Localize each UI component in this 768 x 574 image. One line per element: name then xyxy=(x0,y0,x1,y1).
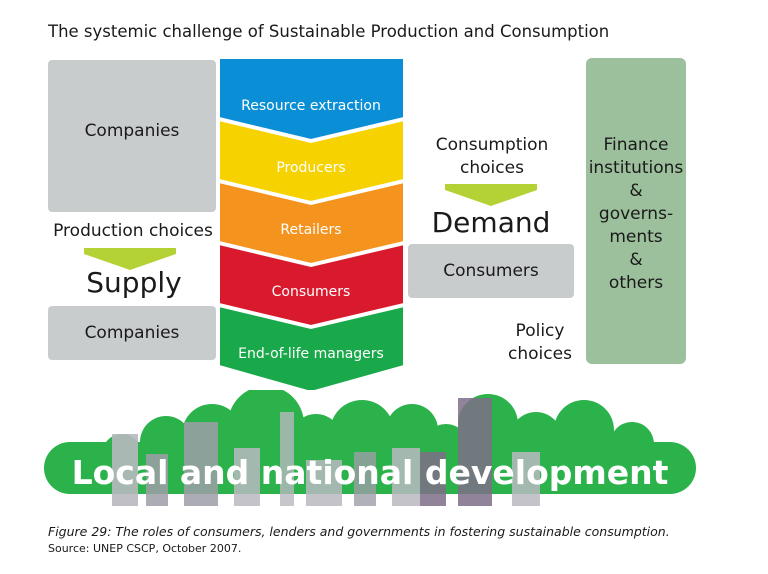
consumers-box: Consumers xyxy=(408,244,574,298)
supply-arrow xyxy=(84,248,176,270)
finance-governments-box: Finance institutions & governs- ments & … xyxy=(586,58,686,364)
chevron-label-3: Retailers xyxy=(280,222,341,238)
demand-arrow xyxy=(445,184,537,206)
companies-bottom-box: Companies xyxy=(48,306,216,360)
right-line-3: & xyxy=(629,181,643,201)
chevron-label-5: End-of-life managers xyxy=(238,346,384,362)
consumption-choices-line1: Consumption xyxy=(435,135,549,155)
chevron-label-1: Resource extraction xyxy=(241,98,381,114)
figure-source: Source: UNEP CSCP, October 2007. xyxy=(48,542,242,555)
demand-label: Demand xyxy=(431,206,551,239)
right-line-4: governs- xyxy=(598,204,674,224)
right-line-2: institutions xyxy=(588,158,684,178)
diagram-title: The systemic challenge of Sustainable Pr… xyxy=(48,22,610,41)
value-chain-chevrons: Resource extractionProducersRetailersCon… xyxy=(218,58,405,390)
policy-choices-line1: Policy xyxy=(515,321,565,341)
chevron-3 xyxy=(218,180,405,266)
companies-bottom-label: Companies xyxy=(84,323,180,343)
consumption-choices-label: Consumption choices xyxy=(418,134,566,180)
right-line-7: others xyxy=(608,273,664,293)
banner-text: Local and national development xyxy=(72,453,669,492)
supply-label: Supply xyxy=(86,266,182,299)
consumption-choices-line2: choices xyxy=(460,158,524,178)
finance-governments-text: Finance institutions & governs- ments & … xyxy=(586,58,686,295)
policy-choices-line2: choices xyxy=(508,344,572,364)
chevron-label-4: Consumers xyxy=(272,284,351,300)
chevron-4 xyxy=(218,242,405,328)
companies-top-box: Companies xyxy=(48,60,216,212)
figure-caption: Figure 29: The roles of consumers, lende… xyxy=(48,524,670,539)
companies-top-label: Companies xyxy=(84,121,180,141)
chevron-label-2: Producers xyxy=(276,160,345,176)
production-choices-label: Production choices xyxy=(53,221,213,241)
development-banner: Local and national development xyxy=(44,390,696,506)
right-line-6: & xyxy=(629,250,643,270)
right-line-1: Finance xyxy=(603,135,669,155)
consumers-label: Consumers xyxy=(443,261,539,281)
chevron-2 xyxy=(218,118,405,204)
chevron-5 xyxy=(218,304,405,390)
buildings xyxy=(112,398,540,506)
right-line-5: ments xyxy=(609,227,663,247)
policy-choices-label: Policy choices xyxy=(500,320,580,366)
chevron-1 xyxy=(218,58,405,142)
